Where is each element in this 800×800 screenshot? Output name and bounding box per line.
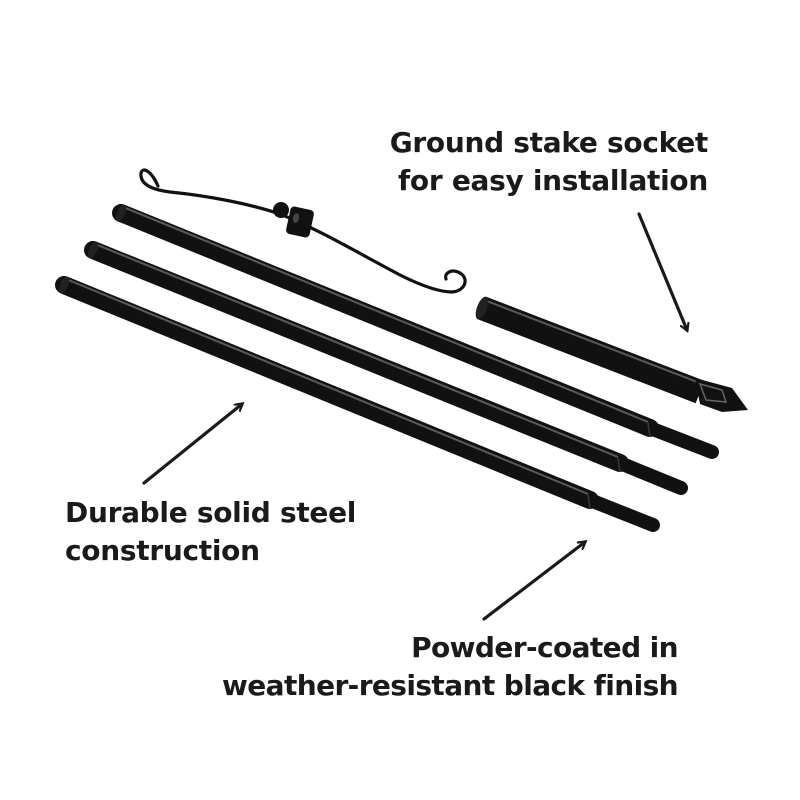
powder-callout-line1: Powder-coated in [411, 631, 679, 664]
steel-callout-line2: construction [65, 534, 260, 567]
socket-callout-line2: for easy installation [398, 164, 708, 197]
socket-callout-text: Ground stake socket for easy installatio… [389, 124, 709, 200]
socket-callout-line1: Ground stake socket [389, 126, 709, 159]
ground-stake [475, 296, 748, 412]
pole-section-3 [55, 276, 660, 532]
stopper [273, 202, 314, 238]
hanger-arm [139, 168, 467, 294]
powder-callout-line2: weather-resistant black finish [222, 669, 679, 702]
pole-section-1 [112, 204, 719, 459]
powder-callout-arrow [482, 542, 585, 621]
pole-section-2 [84, 241, 688, 495]
powder-callout-text: Powder-coated in weather-resistant black… [222, 629, 679, 705]
steel-callout-line1: Durable solid steel [65, 496, 357, 529]
steel-callout-arrow [142, 404, 242, 485]
steel-callout-text: Durable solid steel construction [65, 494, 356, 570]
socket-callout-arrow [637, 212, 687, 330]
